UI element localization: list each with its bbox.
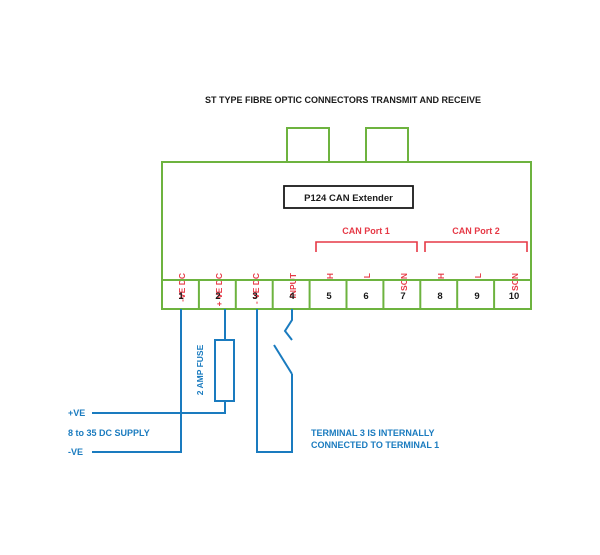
terminal-number-6: 6 [363, 291, 368, 302]
can-port-1-label: CAN Port 1 [342, 226, 390, 236]
terminal-label-7: SCN [399, 273, 409, 291]
terminal-label-8: H [436, 273, 446, 279]
terminal-number-10: 10 [509, 291, 520, 302]
can-port-1-bracket [315, 241, 418, 252]
terminal-number-3: 3 [252, 291, 257, 302]
terminal-label-5: H [325, 273, 335, 279]
terminal-numbers: 1 2 3 4 5 6 7 8 9 10 [178, 291, 519, 302]
device-label-box [283, 185, 414, 209]
fibre-connector-receive [365, 127, 409, 163]
terminal-label-6: L [362, 273, 372, 278]
terminal-label-2: + VE DC [214, 273, 224, 306]
terminal-4-wire [283, 309, 293, 341]
terminal-labels: -VE DC + VE DC - VE DC INPUT H L SCN H L… [177, 272, 520, 306]
terminal-number-8: 8 [437, 291, 442, 302]
input-switch-contact [273, 344, 293, 375]
can-port-2-label: CAN Port 2 [452, 226, 500, 236]
terminal-number-9: 9 [474, 291, 479, 302]
negative-supply-wire [92, 309, 182, 453]
terminal-label-3: - VE DC [251, 273, 261, 304]
terminal-dividers [197, 280, 496, 309]
terminal-number-2: 2 [215, 291, 220, 302]
note-line-2: CONNECTED TO TERMINAL 1 [311, 440, 439, 450]
can-port-2-bracket [424, 241, 528, 252]
terminal-3-wire [256, 309, 293, 453]
supply-negative-label: -VE [68, 447, 83, 457]
supply-range-label: 8 to 35 DC SUPPLY [68, 428, 150, 438]
note-line-1: TERMINAL 3 IS INTERNALLY [311, 428, 435, 438]
terminal-label-9: L [473, 273, 483, 278]
terminal-number-5: 5 [326, 291, 332, 302]
diagram-title: ST TYPE FIBRE OPTIC CONNECTORS TRANSMIT … [205, 95, 481, 105]
fuse [214, 339, 235, 402]
supply-positive-label: +VE [68, 408, 85, 418]
terminal-label-1: -VE DC [177, 273, 187, 302]
fibre-connector-transmit [286, 127, 330, 163]
terminal-label-4: INPUT [288, 272, 298, 298]
device-label: P124 CAN Extender [304, 193, 393, 204]
positive-supply-wire [92, 401, 226, 414]
terminal-number-4: 4 [289, 291, 295, 302]
fuse-label: 2 AMP FUSE [195, 344, 205, 395]
terminal-label-10: SCN [510, 273, 520, 291]
terminal-number-7: 7 [400, 291, 405, 302]
terminal-number-1: 1 [178, 291, 184, 302]
